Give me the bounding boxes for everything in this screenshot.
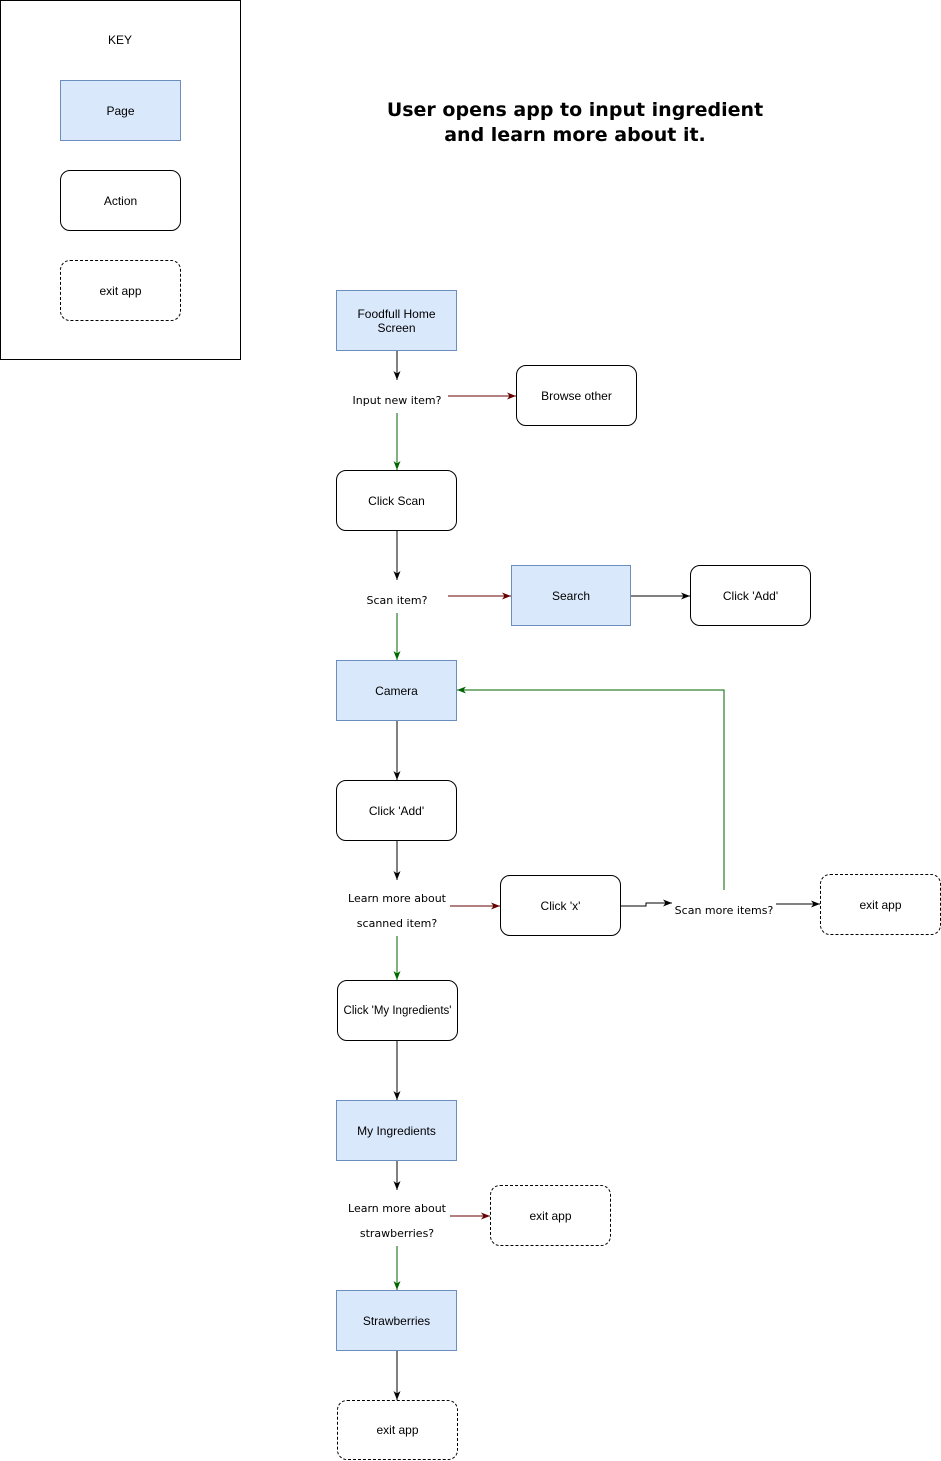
node-browse-other: Browse other — [516, 365, 637, 426]
node-exit-app-scan-more: exit app — [820, 874, 941, 935]
node-click-add: Click 'Add' — [336, 780, 457, 841]
decision-learn-strawberries: Learn more about strawberries? — [344, 1196, 450, 1246]
node-foodfull-home-screen: Foodfull Home Screen — [336, 290, 457, 351]
key-page-swatch: Page — [60, 80, 181, 141]
node-search: Search — [511, 565, 631, 626]
key-panel — [0, 0, 241, 360]
node-camera: Camera — [336, 660, 457, 721]
node-strawberries: Strawberries — [336, 1290, 457, 1351]
diagram-title: User opens app to input ingredient and l… — [386, 99, 764, 146]
node-my-ingredients: My Ingredients — [336, 1100, 457, 1161]
node-click-scan: Click Scan — [336, 470, 457, 531]
edge-clickx-to-scanmore — [621, 899, 672, 907]
node-click-x: Click 'x' — [500, 875, 621, 936]
node-exit-app-final: exit app — [337, 1400, 458, 1460]
edge-scanmore-yes-camera — [457, 686, 725, 890]
key-action-swatch: Action — [60, 170, 181, 231]
key-heading: KEY — [107, 33, 132, 47]
decision-scan-item: Scan item? — [360, 588, 434, 613]
decision-scan-more-items: Scan more items? — [672, 898, 776, 923]
node-click-my-ingredients: Click 'My Ingredients' — [337, 980, 458, 1041]
node-click-add-search: Click 'Add' — [690, 565, 811, 626]
node-exit-app-strawberries: exit app — [490, 1185, 611, 1246]
key-exit-swatch: exit app — [60, 260, 181, 321]
decision-input-new-item: Input new item? — [347, 388, 447, 413]
decision-learn-scanned-item: Learn more about scanned item? — [344, 886, 450, 936]
